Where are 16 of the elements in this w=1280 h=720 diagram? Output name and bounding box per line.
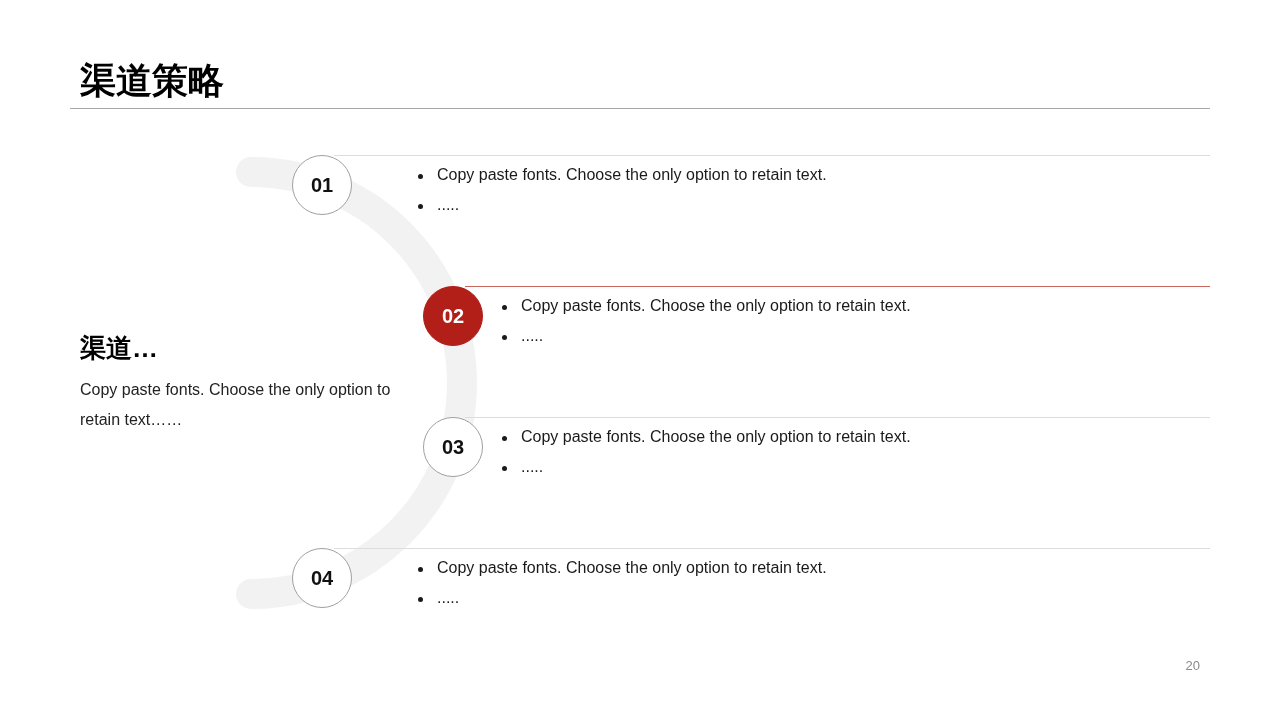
body-text: Copy paste fonts. Choose the only option to retain text……	[80, 380, 392, 430]
section-heading: 渠道…	[80, 332, 158, 365]
number-circle: 04	[292, 548, 352, 608]
slide-title: 渠道策略	[80, 59, 224, 103]
bullet-text: Copy paste fonts. Choose the only option to retain text.	[521, 427, 911, 447]
bullet-text: Copy paste fonts. Choose the only option to retain text.	[521, 296, 911, 316]
bullet-text: Copy paste fonts. Choose the only option to retain text.	[437, 165, 827, 185]
number-circle: 03	[423, 417, 483, 477]
page-number: 20	[1184, 657, 1200, 675]
bullet-text: .....	[521, 457, 544, 477]
number-circle: 02	[423, 286, 483, 346]
bullet-text: Copy paste fonts. Choose the only option to retain text.	[437, 558, 827, 578]
bullet-text: .....	[437, 588, 460, 608]
number-circle: 01	[292, 155, 352, 215]
bullet-text: .....	[521, 326, 544, 346]
bullet-text: .....	[437, 195, 460, 215]
